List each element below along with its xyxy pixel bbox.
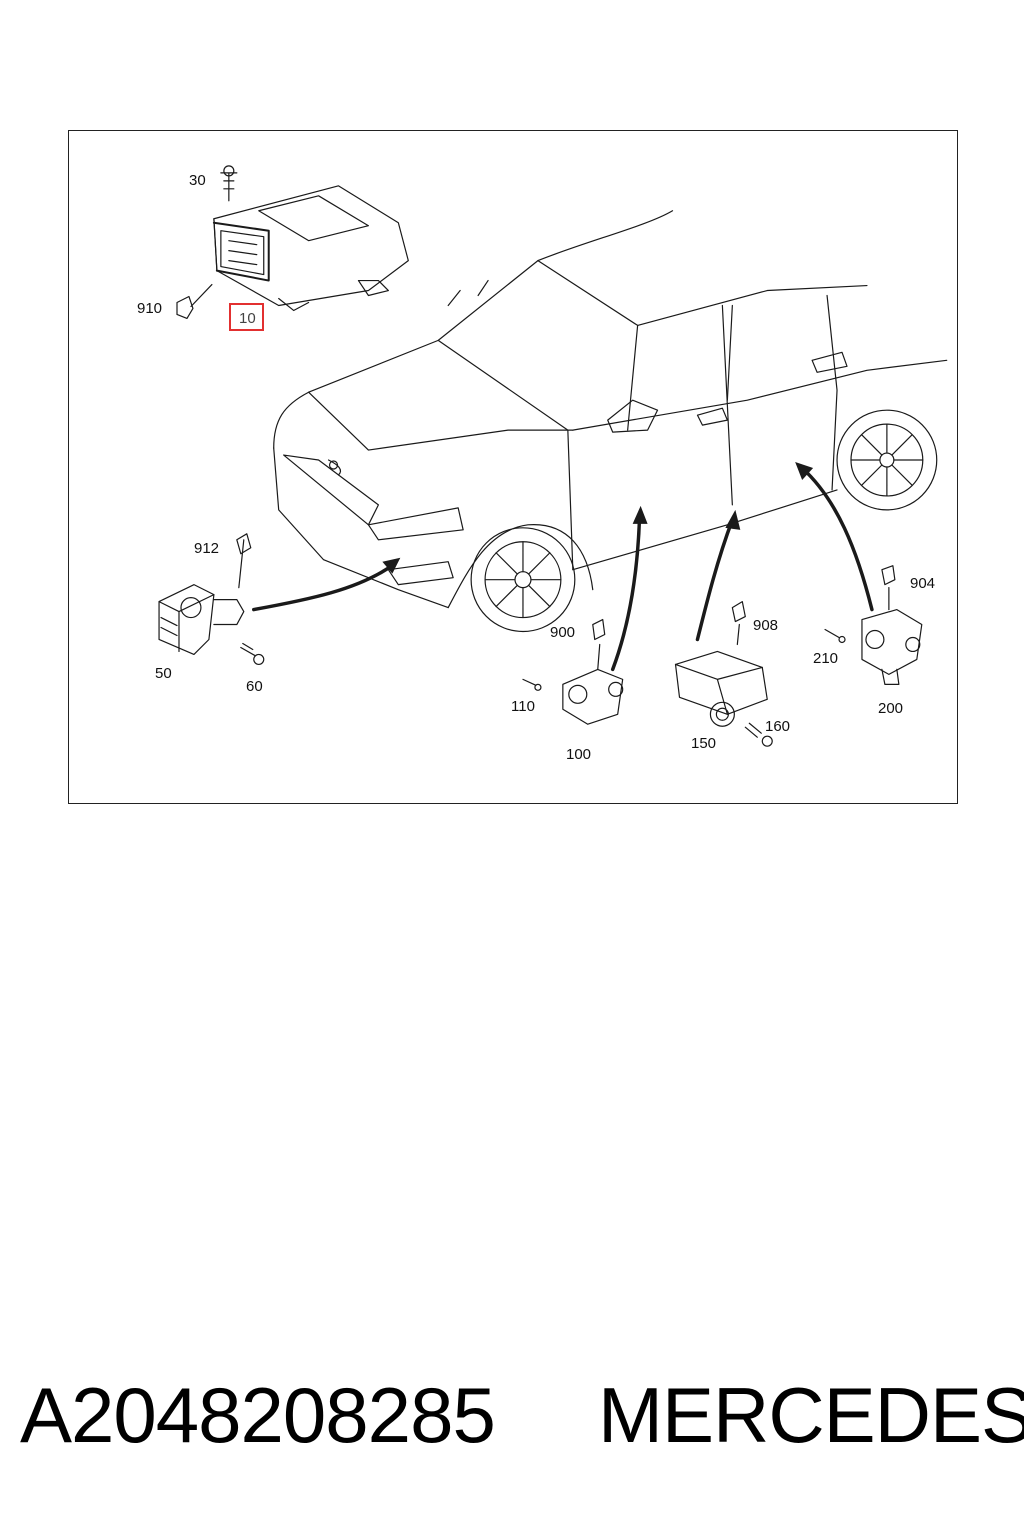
clip-910 [176, 295, 194, 320]
part-number: A2048208285 [20, 1371, 496, 1459]
parts-diagram-frame: 30 910 10 912 50 60 900 110 100 908 150 … [68, 130, 958, 804]
sensor-200 [824, 565, 923, 685]
screw-60 [240, 642, 265, 666]
callout-10-highlighted: 10 [229, 303, 264, 331]
callout-60: 60 [246, 678, 263, 695]
callout-912: 912 [194, 540, 220, 557]
sensor-150 [674, 601, 773, 747]
callout-110: 110 [511, 698, 535, 715]
callout-30: 30 [189, 172, 206, 189]
callout-50: 50 [155, 665, 172, 682]
sensor-100 [522, 618, 624, 725]
part-caption: A2048208285 MERCEDES [20, 1370, 1024, 1470]
brand-name: MERCEDES [598, 1371, 1024, 1459]
location-arrows [252, 466, 874, 672]
parts-diagram [158, 165, 948, 747]
callout-210: 210 [813, 650, 839, 667]
callout-200: 200 [878, 700, 904, 717]
car-outline [273, 210, 948, 633]
airbag-control-unit [190, 165, 409, 312]
callout-900: 900 [550, 624, 576, 641]
callout-100: 100 [566, 746, 592, 763]
sensor-50 [158, 533, 252, 656]
callout-908: 908 [753, 617, 779, 634]
callout-150: 150 [691, 735, 717, 752]
callout-904: 904 [910, 575, 936, 592]
callout-160: 160 [765, 718, 791, 735]
callout-910: 910 [137, 300, 163, 317]
